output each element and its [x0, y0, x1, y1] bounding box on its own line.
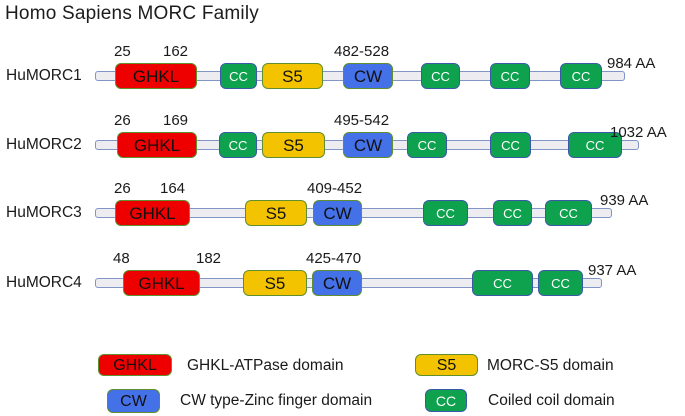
protein-name: HuMORC3	[6, 204, 82, 221]
residue-range-annotation: 25	[114, 43, 131, 60]
domain-cc: CC	[423, 200, 468, 226]
protein-name: HuMORC4	[6, 274, 82, 291]
legend-label-cc: Coiled coil domain	[488, 392, 615, 409]
protein-length: 939 AA	[600, 192, 649, 209]
figure-title: Homo Sapiens MORC Family	[5, 3, 259, 24]
domain-ghkl: GHKL	[123, 270, 200, 296]
domain-s5: S5	[243, 270, 307, 296]
domain-cc: CC	[472, 270, 533, 296]
residue-range-annotation: 26	[114, 180, 131, 197]
protein-length: 937 AA	[588, 262, 637, 279]
legend-swatch-s5: S5	[415, 354, 478, 376]
domain-cw: CW	[313, 200, 362, 226]
domain-ghkl: GHKL	[115, 63, 197, 89]
legend-swatch-cw: CW	[107, 389, 160, 413]
legend-label-ghkl: GHKL-ATPase domain	[187, 357, 344, 374]
domain-cw: CW	[312, 270, 362, 296]
residue-range-annotation: 162	[163, 43, 189, 60]
domain-cc: CC	[493, 200, 532, 226]
domain-cc: CC	[421, 63, 460, 89]
residue-range-annotation: 48	[113, 250, 130, 267]
protein-length: 984 AA	[607, 55, 656, 72]
domain-cc: CC	[538, 270, 583, 296]
protein-length: 1032 AA	[610, 124, 667, 141]
protein-name: HuMORC2	[6, 136, 82, 153]
residue-range-annotation: 169	[163, 112, 189, 129]
domain-ghkl: GHKL	[117, 132, 197, 158]
residue-range-annotation: 495-542	[334, 112, 390, 129]
domain-cw: CW	[343, 63, 393, 89]
domain-cc: CC	[220, 63, 257, 89]
domain-cc: CC	[490, 63, 530, 89]
residue-range-annotation: 182	[196, 250, 222, 267]
residue-range-annotation: 409-452	[307, 180, 363, 197]
residue-range-annotation: 482-528	[334, 43, 390, 60]
domain-cc: CC	[407, 132, 447, 158]
domain-s5: S5	[245, 200, 307, 226]
domain-cc: CC	[560, 63, 602, 89]
residue-range-annotation: 425-470	[306, 250, 362, 267]
domain-s5: S5	[262, 63, 323, 89]
domain-cc: CC	[545, 200, 592, 226]
domain-s5: S5	[262, 132, 325, 158]
legend-swatch-cc: CC	[425, 389, 467, 412]
protein-name: HuMORC1	[6, 67, 82, 84]
domain-cw: CW	[343, 132, 393, 158]
domain-ghkl: GHKL	[115, 200, 190, 226]
legend-label-cw: CW type-Zinc finger domain	[180, 392, 373, 409]
legend-label-s5: MORC-S5 domain	[487, 357, 614, 374]
domain-cc: CC	[568, 132, 622, 158]
residue-range-annotation: 164	[160, 180, 186, 197]
domain-cc: CC	[490, 132, 531, 158]
domain-cc: CC	[219, 132, 257, 158]
legend-swatch-ghkl: GHKL	[98, 354, 172, 376]
residue-range-annotation: 26	[114, 112, 131, 129]
